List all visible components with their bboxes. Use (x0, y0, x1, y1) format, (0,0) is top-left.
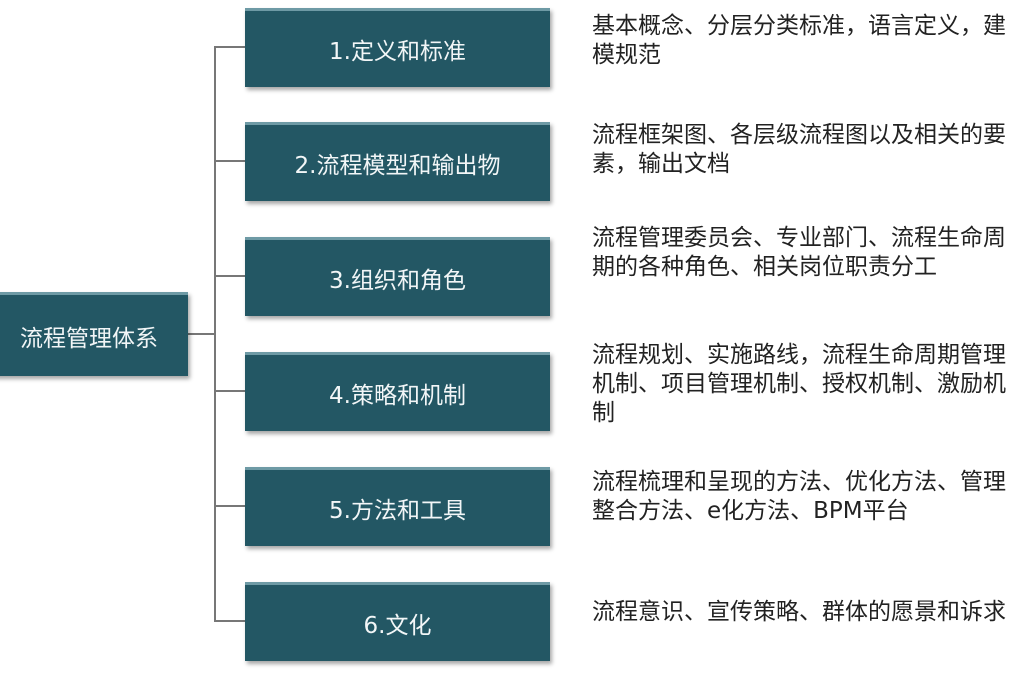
category-box: 4.策略和机制 (245, 352, 550, 431)
category-description: 基本概念、分层分类标准，语言定义，建模规范 (592, 13, 1006, 68)
category-label: 3.组织和角色 (329, 268, 466, 294)
category-description: 流程规划、实施路线，流程生命周期管理机制、项目管理机制、授权机制、激励机制 (592, 342, 1006, 426)
category-box: 5.方法和工具 (245, 467, 550, 546)
connector-branch (214, 46, 245, 48)
category-description: 流程框架图、各层级流程图以及相关的要素，输出文档 (592, 122, 1006, 177)
connector-branch (214, 275, 245, 277)
category-box: 2.流程模型和输出物 (245, 122, 550, 201)
category-box: 3.组织和角色 (245, 237, 550, 316)
category-label: 1.定义和标准 (329, 39, 466, 65)
root-node: 流程管理体系 (0, 292, 188, 376)
connector-root (188, 333, 216, 335)
category-label: 4.策略和机制 (329, 383, 466, 409)
root-node-label: 流程管理体系 (20, 325, 158, 352)
connector-branch (214, 390, 245, 392)
connector-branch (214, 505, 245, 507)
category-description: 流程梳理和呈现的方法、优化方法、管理整合方法、e化方法、BPM平台 (592, 469, 1006, 524)
category-label: 2.流程模型和输出物 (294, 153, 501, 179)
connector-branch (214, 160, 245, 162)
category-box: 1.定义和标准 (245, 8, 550, 87)
category-description: 流程意识、宣传策略、群体的愿景和诉求 (592, 599, 1006, 625)
category-label: 5.方法和工具 (329, 498, 466, 524)
category-description: 流程管理委员会、专业部门、流程生命周期的各种角色、相关岗位职责分工 (592, 225, 1006, 280)
category-label: 6.文化 (363, 613, 432, 639)
connector-branch (214, 620, 245, 622)
connector-trunk (214, 46, 216, 622)
category-box: 6.文化 (245, 582, 550, 661)
